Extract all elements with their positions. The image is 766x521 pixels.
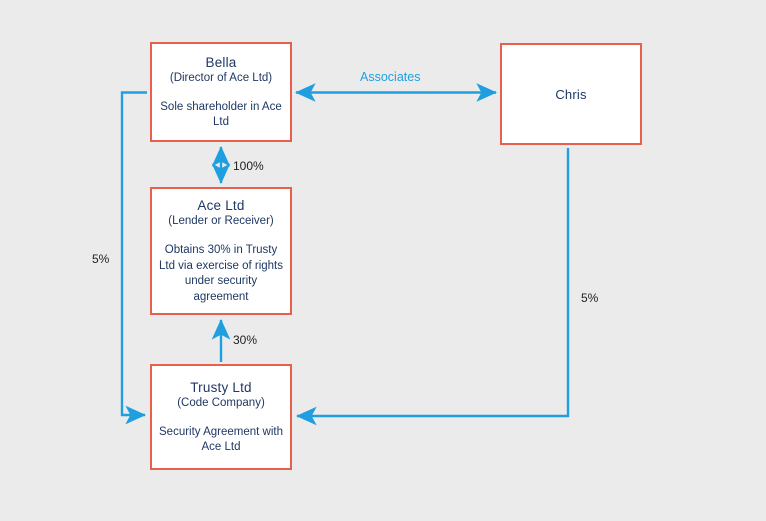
edge-label-30-percent: 30% [233, 333, 258, 347]
node-chris-title: Chris [555, 86, 587, 102]
node-bella[interactable]: Bella (Director of Ace Ltd) Sole shareho… [150, 42, 292, 142]
node-trusty[interactable]: Trusty Ltd (Code Company) Security Agree… [150, 364, 292, 470]
node-ace-body: Obtains 30% in Trusty Ltd via exercise o… [159, 244, 284, 303]
node-trusty-subtitle: (Code Company) [177, 396, 265, 409]
node-ace[interactable]: Ace Ltd (Lender or Receiver) Obtains 30%… [150, 187, 292, 315]
edge-bella-trusty-5 [120, 91, 147, 425]
edge-label-100-percent: 100% [233, 159, 264, 173]
edge-label-5-percent-right: 5% [581, 291, 599, 305]
node-trusty-title: Trusty Ltd [190, 379, 252, 395]
node-trusty-body: Security Agreement with Ace Ltd [159, 425, 284, 454]
node-chris[interactable]: Chris [500, 43, 642, 145]
edge-label-5-percent-left: 5% [92, 252, 110, 266]
edge-chris-trusty-5 [296, 148, 570, 426]
node-ace-title: Ace Ltd [197, 198, 245, 213]
node-bella-title: Bella [205, 54, 237, 70]
node-bella-body: Sole shareholder in Ace Ltd [160, 100, 282, 129]
node-bella-subtitle: (Director of Ace Ltd) [169, 71, 273, 84]
node-ace-subtitle: (Lender or Receiver) [168, 215, 274, 227]
edge-label-associates: Associates [360, 70, 421, 84]
